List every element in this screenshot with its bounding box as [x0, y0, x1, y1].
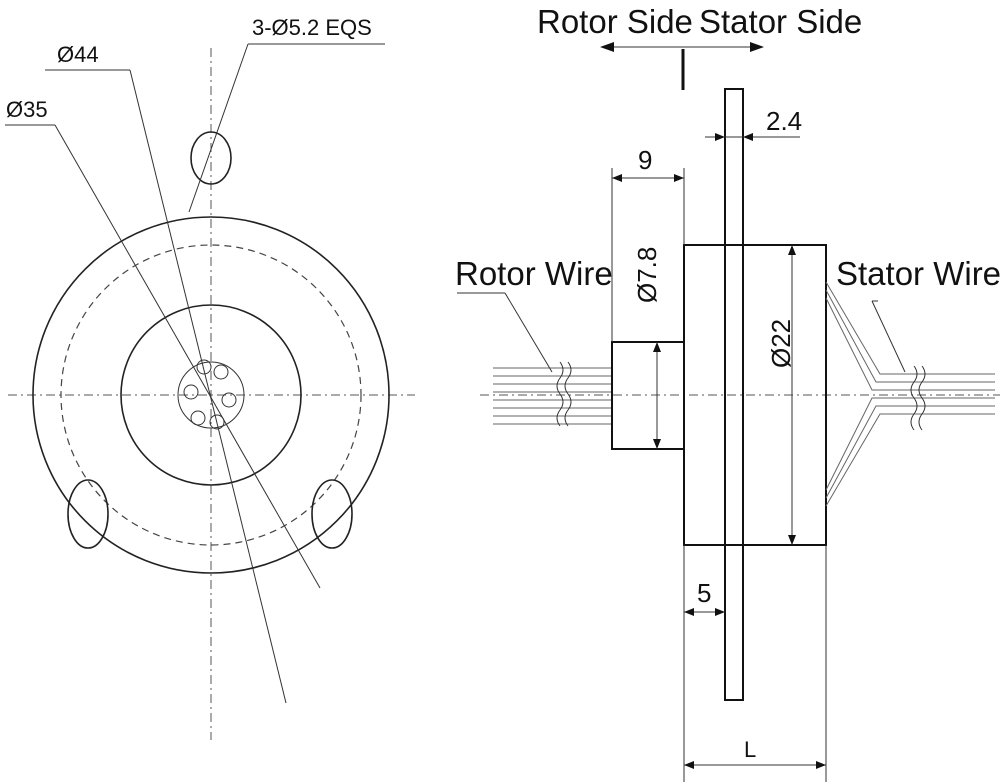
- label-offset: 5: [697, 578, 711, 608]
- dim-length-arrow: [684, 761, 694, 769]
- dim-shaft-len-arrow: [612, 174, 622, 182]
- leader-holes: [188, 43, 249, 213]
- stator-wire: [825, 289, 995, 383]
- stator-wire: [825, 413, 995, 507]
- shaft-circle: [177, 361, 245, 429]
- body-circle: [120, 304, 302, 486]
- rotor-arrow-head: [600, 42, 614, 52]
- stator-wire: [825, 405, 995, 499]
- stator-body: [683, 244, 827, 546]
- label-length: L: [744, 737, 756, 762]
- label-rotor-side: Rotor Side: [537, 3, 693, 40]
- inner-hole: [213, 364, 229, 380]
- inner-hole: [196, 359, 212, 375]
- inner-hole: [209, 414, 225, 430]
- front-view: 3-Ø5.2 EQS Ø44 Ø35: [5, 15, 415, 740]
- label-pcd-dia: Ø35: [6, 97, 48, 122]
- dim-shaft-dia-arrow: [653, 342, 661, 352]
- label-stator-wire: Stator Wire: [836, 255, 1000, 292]
- side-view: Rotor Side Stator Side Rotor Wire: [455, 3, 1000, 782]
- inner-hole: [183, 384, 199, 400]
- dim-offset-arrow: [715, 608, 725, 616]
- dim-body-dia-arrow: [788, 535, 796, 545]
- stator-wire-break: [918, 365, 926, 431]
- label-holes: 3-Ø5.2 EQS: [252, 15, 372, 40]
- dim-flange-thk-arrow: [743, 133, 753, 141]
- mounting-hole-top: [190, 131, 232, 185]
- stator-wire-break: [910, 365, 918, 431]
- inner-hole: [221, 392, 237, 408]
- label-stator-side: Stator Side: [699, 3, 862, 40]
- leader-pcd: [54, 124, 321, 589]
- leader-stator-wire: [871, 300, 906, 373]
- stator-wire: [825, 397, 995, 491]
- dim-flange-thk-arrow: [715, 133, 725, 141]
- flange: [724, 88, 744, 701]
- dim-length-arrow: [816, 761, 826, 769]
- stator-wire: [825, 297, 995, 391]
- rotor-wire-break: [556, 361, 564, 427]
- mounting-hole-left: [67, 479, 109, 549]
- label-shaft-dia: Ø7.8: [632, 247, 662, 303]
- rotor-wire-break: [564, 361, 572, 427]
- inner-hole: [190, 410, 206, 426]
- outer-flange-circle: [32, 216, 390, 574]
- stator-arrow-head: [750, 42, 764, 52]
- pitch-circle: [60, 244, 362, 546]
- leader-rotor-wire: [504, 292, 553, 373]
- dim-shaft-len-arrow: [674, 174, 684, 182]
- dim-shaft-dia-arrow: [653, 439, 661, 449]
- leader-outer: [129, 69, 287, 704]
- label-rotor-wire: Rotor Wire: [455, 255, 613, 292]
- stator-wire: [825, 281, 995, 375]
- dim-body-dia-arrow: [788, 245, 796, 255]
- label-flange-thk: 2.4: [766, 106, 802, 136]
- label-body-dia: Ø22: [766, 319, 796, 368]
- dim-offset-arrow: [684, 608, 694, 616]
- label-shaft-len: 9: [638, 145, 652, 175]
- label-outer-dia: Ø44: [57, 42, 99, 67]
- mounting-hole-right: [311, 479, 353, 549]
